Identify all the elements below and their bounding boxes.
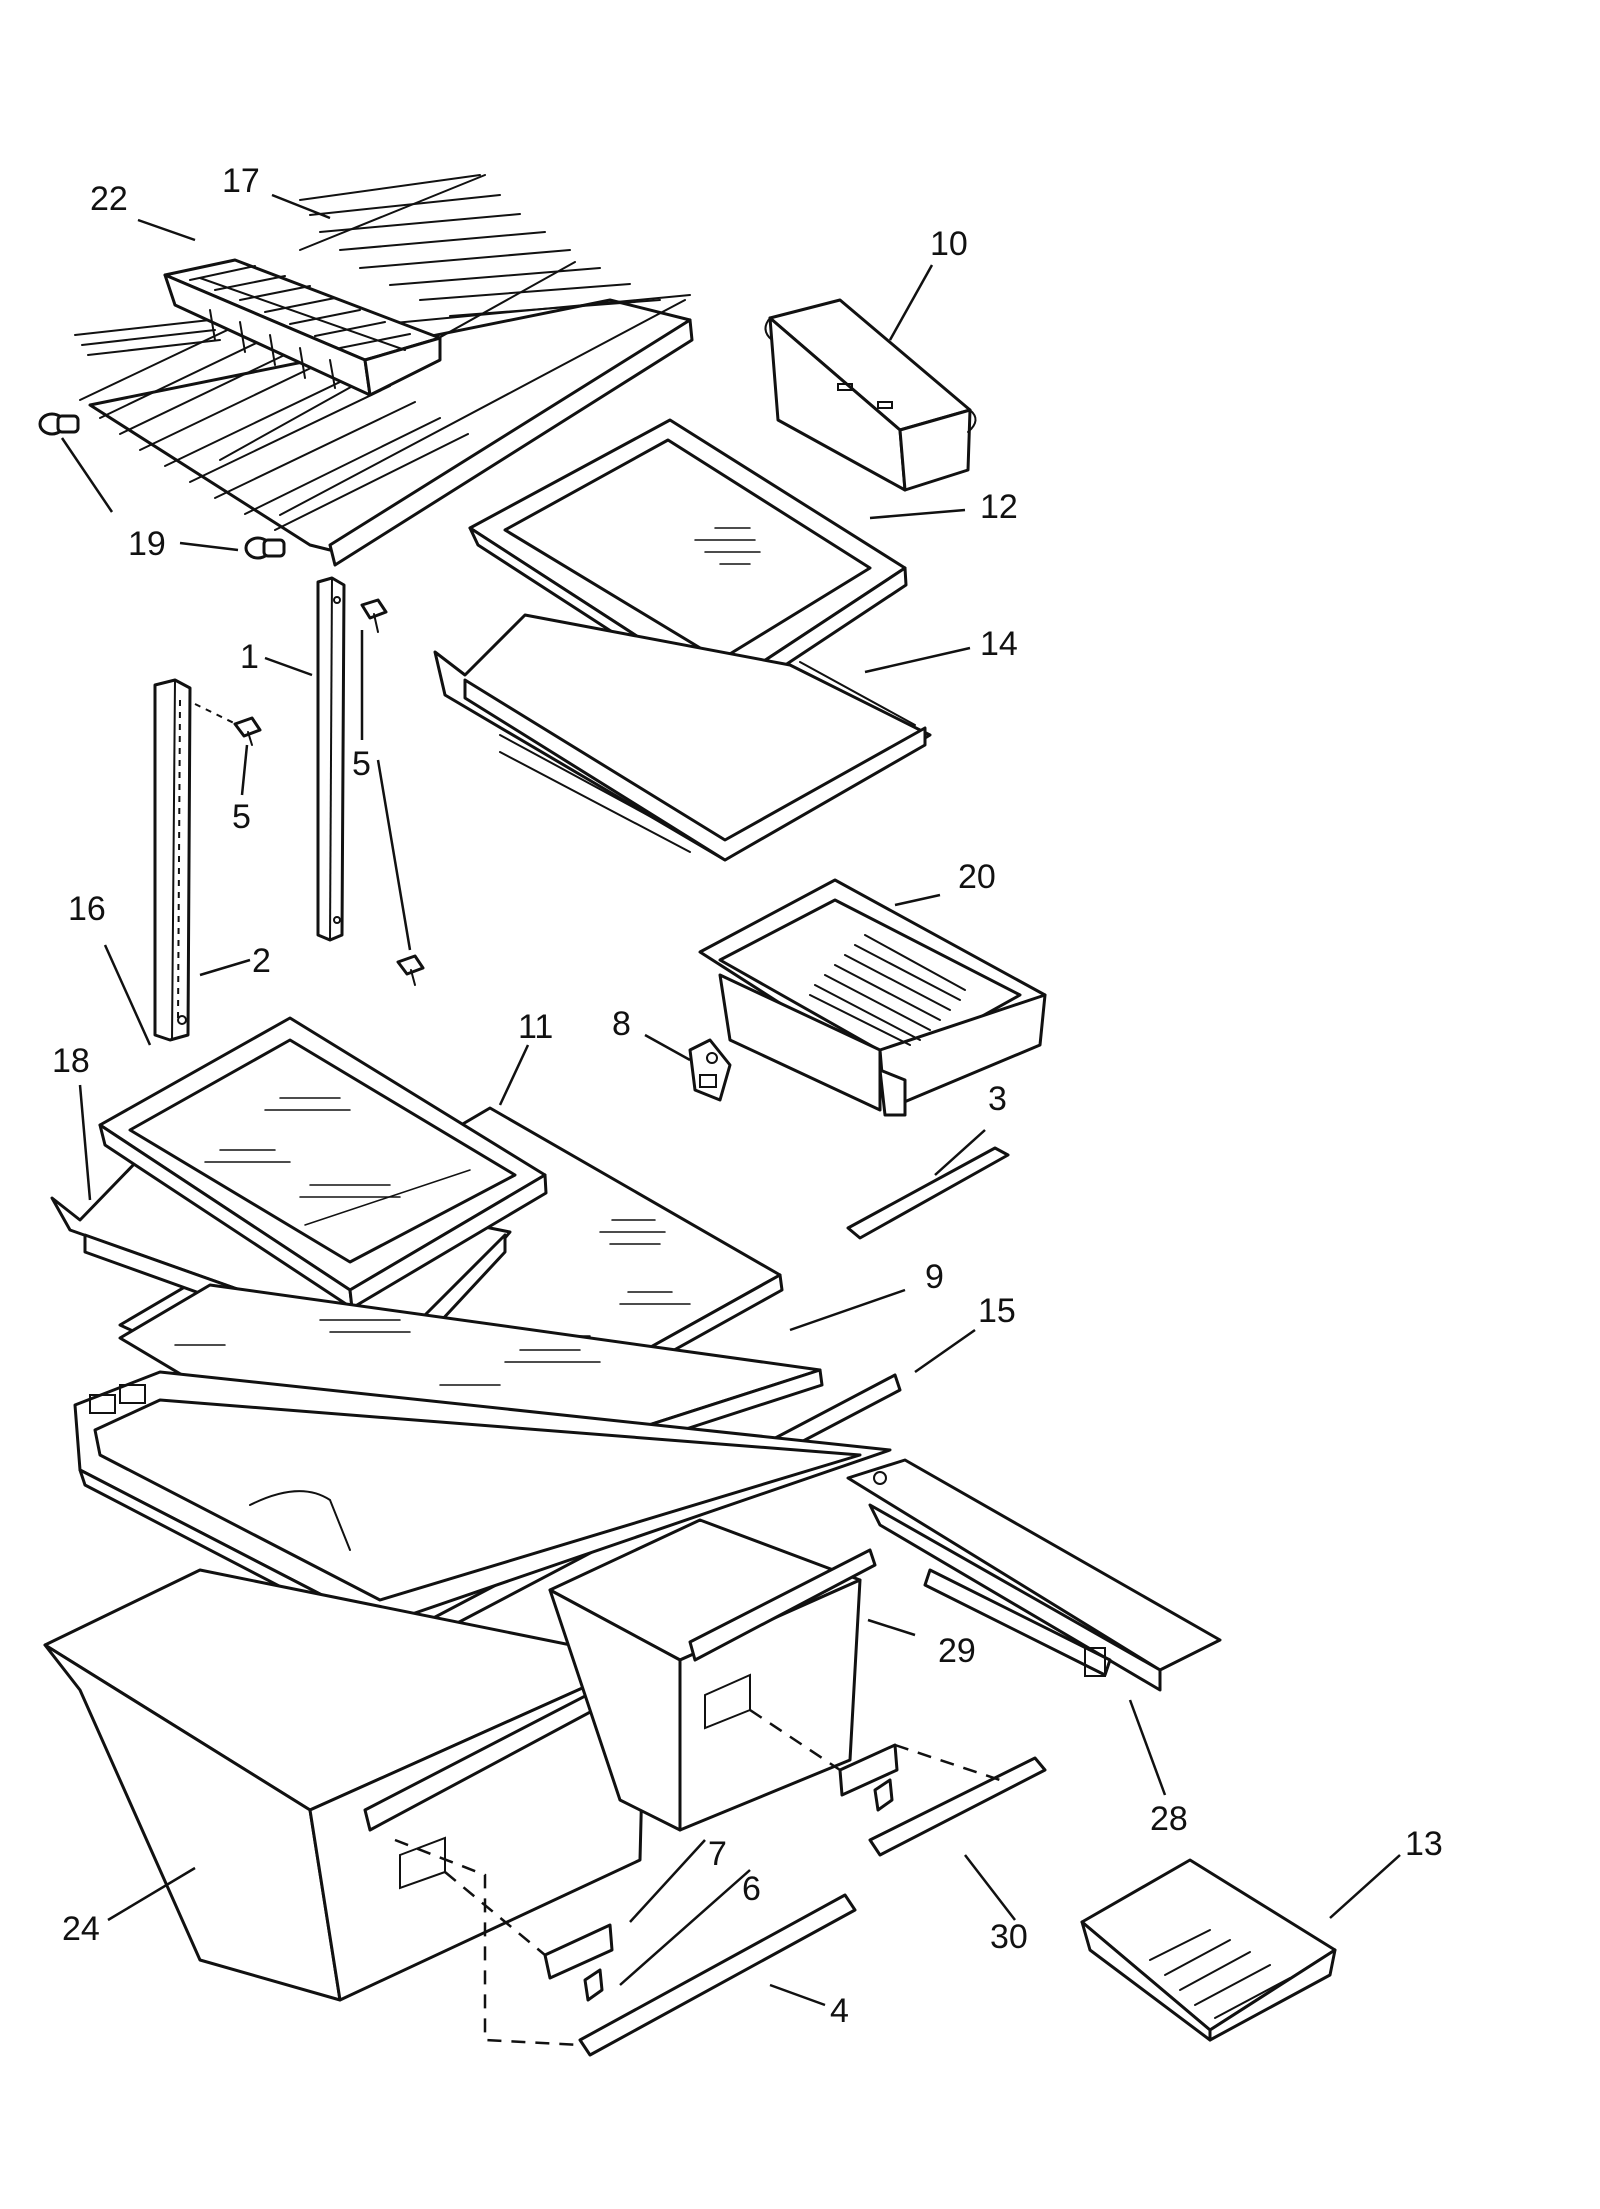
storage-bin [764, 298, 977, 492]
shelf-frame-upper [433, 613, 932, 862]
callout-12: 12 [980, 488, 1018, 526]
callout-14: 14 [980, 625, 1018, 663]
slide-rail [846, 1458, 1222, 1692]
wire-shelf [74, 174, 694, 567]
drawer-brackets [543, 1743, 899, 2002]
callout-28: 28 [1150, 1800, 1188, 1838]
callout-10: 10 [930, 225, 968, 263]
drawer-trim [846, 1146, 1010, 1240]
callout-5a: 5 [352, 745, 371, 783]
callout-24: 24 [62, 1910, 100, 1948]
callout-labels: 22 17 10 19 12 1 14 5 5 16 2 20 11 8 18 … [52, 162, 1443, 2030]
clip [688, 1038, 732, 1102]
callout-13: 13 [1405, 1825, 1443, 1863]
callout-1: 1 [240, 638, 259, 676]
callout-2: 2 [252, 942, 271, 980]
screws [194, 598, 425, 986]
crisper-drawer-right [548, 1518, 877, 1832]
callout-30: 30 [990, 1918, 1028, 1956]
callout-19: 19 [128, 525, 166, 563]
callout-7: 7 [708, 1835, 727, 1873]
leader-lines [60, 193, 1401, 2007]
callout-16: 16 [68, 890, 106, 928]
callout-22: 22 [90, 180, 128, 218]
callout-6: 6 [742, 1870, 761, 1908]
callout-18: 18 [52, 1042, 90, 1080]
glass-shelf-lower [98, 1016, 548, 1310]
shelf-end-caps [38, 412, 286, 560]
crisper-drawer-upper [698, 878, 1047, 1117]
callout-20: 20 [958, 858, 996, 896]
crisper-drawer-left [43, 1568, 652, 2002]
callout-5b: 5 [232, 798, 251, 836]
ice-cube-tray [163, 258, 442, 397]
callout-4: 4 [830, 1992, 849, 2030]
callout-11: 11 [518, 1008, 553, 1046]
callout-15: 15 [978, 1292, 1016, 1330]
shelf-supports [153, 576, 346, 1042]
callout-17: 17 [222, 162, 260, 200]
callout-3: 3 [988, 1080, 1007, 1118]
callout-29: 29 [938, 1632, 976, 1670]
utility-tray [1080, 1858, 1337, 2042]
assembly-lines [394, 1708, 1001, 2047]
drawer-front-trims [578, 1756, 1047, 2057]
callout-8: 8 [612, 1005, 631, 1043]
callout-9: 9 [925, 1258, 944, 1296]
